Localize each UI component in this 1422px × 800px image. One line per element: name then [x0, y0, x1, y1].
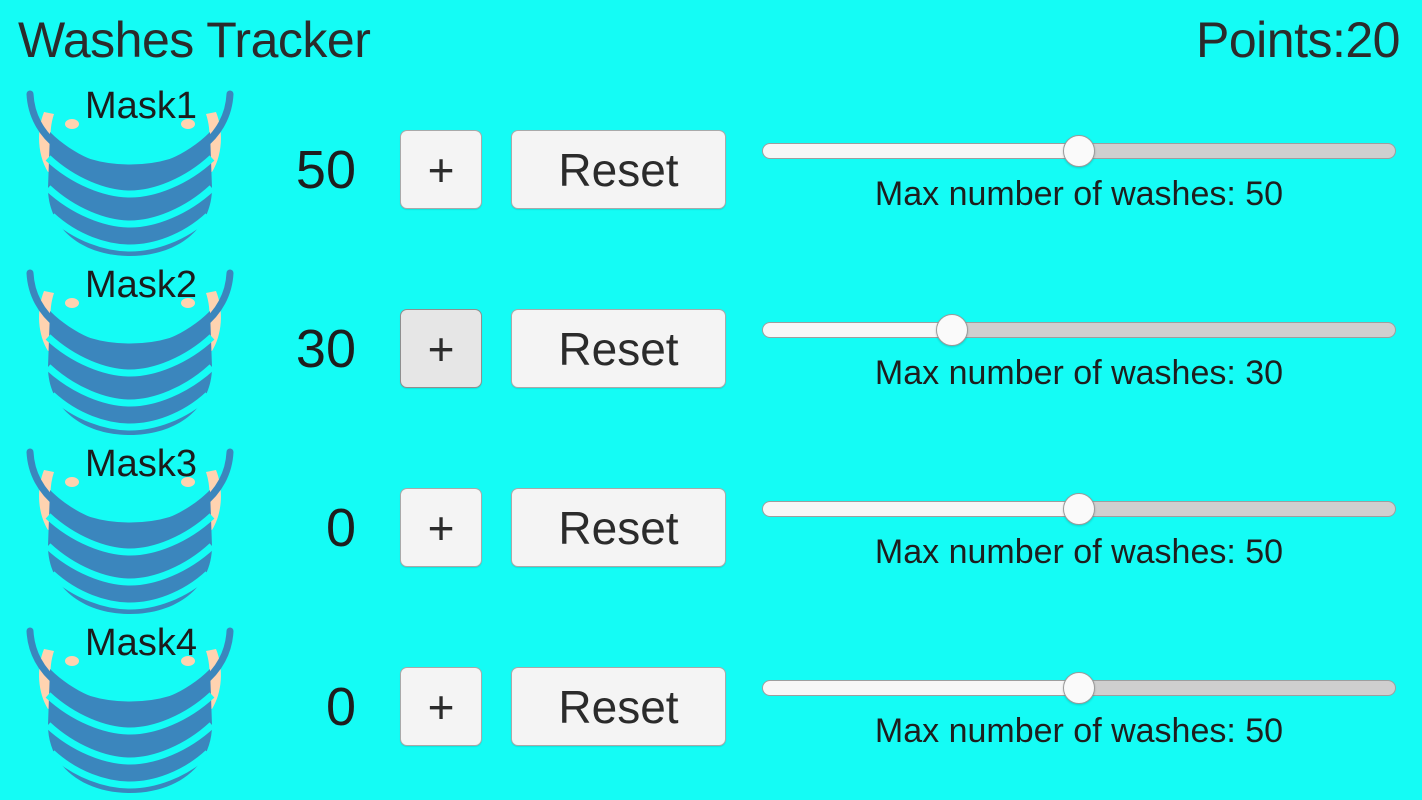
reset-button-1[interactable]: Reset	[511, 130, 726, 209]
max-washes-slider-1[interactable]: Max number of washes: 50	[762, 80, 1396, 259]
mask-row-2: Mask2 30 + Reset Max number of washes: 3…	[0, 259, 1422, 438]
mask-row-1: Mask1 50 + Reset Max number of washes: 5…	[0, 80, 1422, 259]
face-mask-icon	[26, 269, 234, 435]
page-title: Washes Tracker	[18, 12, 371, 68]
mask-icon-cell-2[interactable]: Mask2	[14, 259, 246, 438]
slider-track-fill	[763, 681, 1079, 695]
slider-thumb[interactable]	[1063, 672, 1095, 704]
max-washes-slider-3[interactable]: Max number of washes: 50	[762, 438, 1396, 617]
slider-caption-label: Max number of washes: 50	[874, 712, 1284, 750]
points-counter: Points:20	[1196, 12, 1400, 68]
reset-button-2[interactable]: Reset	[511, 309, 726, 388]
mask-icon-cell-3[interactable]: Mask3	[14, 438, 246, 617]
face-mask-icon	[26, 448, 234, 614]
wash-count-value-1: 50	[295, 139, 356, 200]
slider-track-fill	[763, 144, 1079, 158]
slider-thumb[interactable]	[936, 314, 969, 346]
face-mask-icon	[26, 90, 234, 256]
app-header: Washes Tracker Points:20	[0, 0, 1422, 80]
mask-row-4: Mask4 0 + Reset Max number of washes: 50	[0, 617, 1422, 796]
slider-thumb[interactable]	[1063, 493, 1095, 525]
slider-track-fill	[763, 502, 1079, 516]
wash-count-value-4: 0	[325, 676, 356, 737]
slider-thumb[interactable]	[1063, 135, 1095, 167]
increment-button-1[interactable]: +	[400, 130, 482, 209]
reset-button-4[interactable]: Reset	[511, 667, 726, 746]
slider-caption-label: Max number of washes: 30	[874, 354, 1284, 392]
increment-button-2[interactable]: +	[400, 309, 482, 388]
slider-track[interactable]	[762, 322, 1396, 338]
max-washes-slider-2[interactable]: Max number of washes: 30	[762, 259, 1396, 438]
max-washes-slider-4[interactable]: Max number of washes: 50	[762, 617, 1396, 796]
mask-row-3: Mask3 0 + Reset Max number of washes: 50	[0, 438, 1422, 617]
slider-track-fill	[763, 323, 953, 337]
increment-button-3[interactable]: +	[400, 488, 482, 567]
reset-button-3[interactable]: Reset	[511, 488, 726, 567]
mask-rows-container: Mask1 50 + Reset Max number of washes: 5…	[0, 80, 1422, 796]
increment-button-4[interactable]: +	[400, 667, 482, 746]
slider-caption-label: Max number of washes: 50	[874, 533, 1284, 571]
slider-caption-label: Max number of washes: 50	[874, 175, 1284, 213]
mask-icon-cell-4[interactable]: Mask4	[14, 617, 246, 796]
face-mask-icon	[26, 627, 234, 793]
wash-count-value-3: 0	[325, 497, 356, 558]
mask-icon-cell-1[interactable]: Mask1	[14, 80, 246, 259]
wash-count-value-2: 30	[295, 318, 356, 379]
